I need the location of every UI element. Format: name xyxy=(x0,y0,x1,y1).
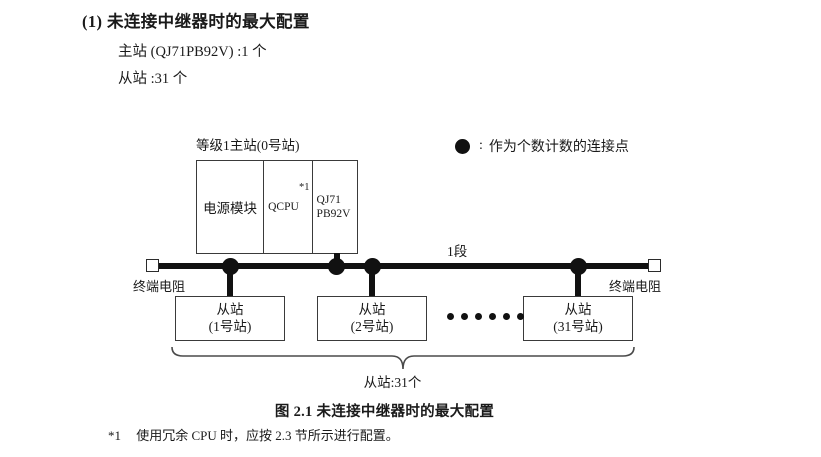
slave-station-box: 从站 (1号站) xyxy=(175,296,285,341)
bus-line xyxy=(152,263,654,269)
slave-station-box: 从站 (2号站) xyxy=(317,296,427,341)
connection-node xyxy=(328,258,345,275)
terminator-left-label: 终端电阻 xyxy=(133,279,186,294)
terminator-left-icon xyxy=(146,259,159,272)
segment-label: 1段 xyxy=(447,244,468,259)
slave-station-number: (2号站) xyxy=(350,318,394,334)
connection-node xyxy=(364,258,381,275)
slave-group-label-text: 从站:31个 xyxy=(363,375,422,390)
slave-title: 从站 xyxy=(216,301,244,317)
slave-drop-line xyxy=(227,267,233,297)
slave-station-number: (1号站) xyxy=(208,318,252,334)
slave-drop-line xyxy=(369,267,375,297)
rack-cell-power-module: 电源模块 xyxy=(197,161,265,253)
ellipsis-dot xyxy=(517,313,524,320)
network-module-label-line1: QJ71 xyxy=(316,193,341,206)
ellipsis-dot xyxy=(503,313,510,320)
figure-caption: 图 2.1 未连接中继器时的最大配置 xyxy=(0,400,821,421)
slave-station-number: (31号站) xyxy=(553,318,603,334)
terminator-right-label: 终端电阻 xyxy=(609,279,662,294)
section-title: (1) 未连接中继器时的最大配置 xyxy=(82,12,310,31)
slave-drop-line xyxy=(575,267,581,297)
legend: : 作为个数计数的连接点 xyxy=(455,136,629,156)
ellipsis-dot xyxy=(489,313,496,320)
rack-cell-cpu: QCPU *1 xyxy=(264,161,313,253)
legend-separator: : xyxy=(479,138,483,153)
slave-title: 从站 xyxy=(358,301,386,317)
terminator-right-icon xyxy=(648,259,661,272)
ellipsis-dot xyxy=(475,313,482,320)
ellipsis-dot xyxy=(447,313,454,320)
ellipsis-dots xyxy=(447,313,524,320)
power-module-label: 电源模块 xyxy=(203,201,258,216)
master-rack: 电源模块 QCPU *1 QJ71 PB92V xyxy=(196,160,358,254)
ellipsis-dot xyxy=(461,313,468,320)
footnote-text: 使用冗余 CPU 时，应按 2.3 节所示进行配置。 xyxy=(136,428,399,443)
master-station-label: 等级1主站(0号站) xyxy=(196,138,300,153)
section-slave-count: 从站 :31 个 xyxy=(118,71,188,87)
slave-station-box: 从站 (31号站) xyxy=(523,296,633,341)
footnote-marker: *1 xyxy=(108,428,121,443)
connection-node xyxy=(222,258,239,275)
figure-caption-text: 图 2.1 未连接中继器时的最大配置 xyxy=(274,404,495,420)
cpu-label: QCPU xyxy=(268,201,299,213)
connection-node xyxy=(570,258,587,275)
slave-group-label: 从站:31个 xyxy=(0,371,821,391)
slave-title: 从站 xyxy=(564,301,592,317)
cpu-footnote-marker: *1 xyxy=(299,182,310,193)
legend-text: 作为个数计数的连接点 xyxy=(488,140,629,155)
section-master-count: 主站 (QJ71PB92V) :1 个 xyxy=(118,44,267,60)
network-module-label-line2: PB92V xyxy=(316,208,351,220)
footnote: *1 使用冗余 CPU 时，应按 2.3 节所示进行配置。 xyxy=(108,425,399,444)
rack-cell-network-module: QJ71 PB92V xyxy=(313,161,357,253)
slave-group-brace-icon xyxy=(171,346,635,370)
connection-point-icon xyxy=(455,138,470,154)
